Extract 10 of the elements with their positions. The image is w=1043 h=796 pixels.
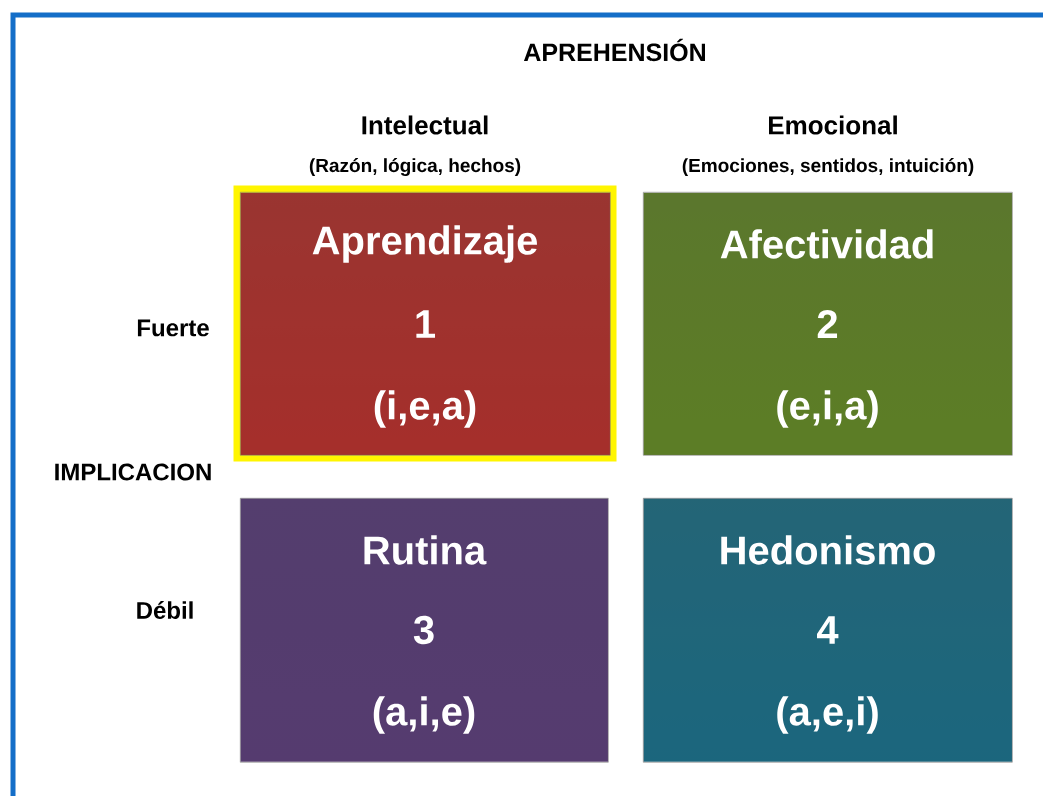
quadrant-box: Hedonismo 4 (a,e,i) — [643, 498, 1013, 763]
quadrant-box: Afectividad 2 (e,i,a) — [643, 192, 1013, 456]
axis-label: IMPLICACION — [55, 463, 211, 481]
quadrant-box: Aprendizaje 1 (i,e,a) — [233, 185, 617, 462]
axis-label: Débil — [137, 601, 193, 619]
axis-title: APREHENSIÓN — [523, 38, 705, 62]
column-heading: Intelectual — [362, 115, 488, 135]
column-heading: Emocional — [769, 115, 897, 135]
axis-label: Fuerte — [137, 319, 209, 337]
quadrant-box: Rutina 3 (a,i,e) — [240, 498, 609, 763]
